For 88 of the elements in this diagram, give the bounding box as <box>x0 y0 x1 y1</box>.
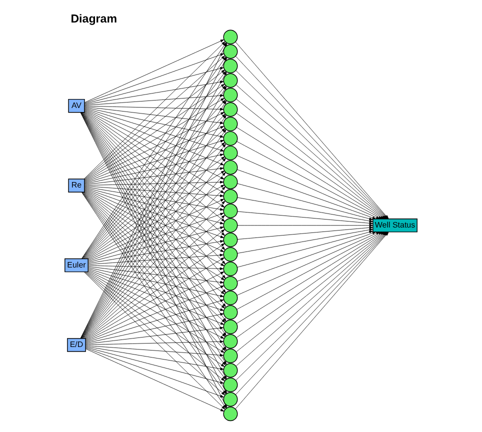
node-box: Euler <box>64 258 88 272</box>
node-circle <box>223 102 238 117</box>
arrow <box>88 266 224 284</box>
node-circle <box>223 406 238 422</box>
node-circle <box>223 232 238 248</box>
node-circle <box>223 290 238 306</box>
arrow <box>85 299 224 343</box>
node-circle <box>223 262 238 276</box>
node-circle <box>223 363 238 378</box>
arrow <box>84 187 224 224</box>
arrow <box>88 265 224 270</box>
arrow <box>85 348 224 398</box>
arrow <box>84 140 224 184</box>
node-circle <box>223 247 238 262</box>
node-box: Well Status <box>372 218 418 232</box>
node-box: Re <box>68 178 85 192</box>
node-circle <box>223 58 238 74</box>
arrow <box>88 269 224 325</box>
arrow <box>236 155 380 220</box>
arrow <box>85 345 224 357</box>
node-circle <box>223 131 238 146</box>
arrow <box>237 224 373 227</box>
node-circle <box>223 189 238 204</box>
arrow <box>85 340 224 346</box>
node-circle <box>223 305 238 320</box>
arrow <box>236 232 380 296</box>
arrow <box>84 107 224 138</box>
arrow <box>84 80 224 105</box>
arrow <box>88 198 224 261</box>
node-circle <box>223 276 238 291</box>
node-circle <box>223 392 238 407</box>
arrow <box>237 230 373 268</box>
node-circle <box>223 174 238 190</box>
arrow <box>84 186 224 211</box>
arrow <box>88 254 224 265</box>
arrow <box>88 272 224 353</box>
arrow <box>237 232 376 282</box>
arrow <box>88 240 224 264</box>
arrow <box>84 67 224 104</box>
node-circle <box>223 146 238 160</box>
node-box: AV <box>68 98 85 113</box>
node-circle <box>223 73 238 88</box>
node-circle <box>223 218 238 233</box>
arrow <box>237 226 373 240</box>
node-circle <box>223 204 238 218</box>
arrow <box>84 154 224 184</box>
arrow <box>85 326 224 344</box>
arrow <box>84 186 224 198</box>
diagram-title: Diagram <box>70 14 118 26</box>
arrow <box>237 169 376 220</box>
arrow <box>237 183 373 220</box>
arrow <box>84 188 224 238</box>
arrow <box>85 346 224 384</box>
arrow <box>84 106 224 111</box>
arrow <box>88 184 224 260</box>
arrow <box>85 286 224 342</box>
node-circle <box>223 30 238 44</box>
arrow <box>237 211 373 225</box>
arrow <box>237 197 373 222</box>
node-circle <box>223 348 238 364</box>
arrow <box>84 108 224 152</box>
arrow <box>84 106 224 124</box>
arrow <box>84 189 224 266</box>
arrow <box>84 167 224 185</box>
arrow <box>84 98 224 182</box>
arrow <box>84 126 224 183</box>
arrow <box>84 108 224 166</box>
arrow <box>85 346 224 370</box>
arrow <box>237 228 373 254</box>
arrow <box>84 180 224 186</box>
arrow <box>84 188 224 252</box>
arrow <box>85 313 224 344</box>
node-box: E/D <box>67 338 86 352</box>
arrow <box>236 141 382 220</box>
node-circle <box>223 116 238 132</box>
arrow <box>84 94 224 106</box>
node-circle <box>223 44 238 59</box>
node-circle <box>223 334 238 349</box>
arrow <box>88 267 224 298</box>
arrow <box>85 348 224 412</box>
arrow <box>84 110 224 194</box>
node-circle <box>223 320 238 334</box>
node-circle <box>223 88 238 102</box>
arrow <box>88 268 224 311</box>
arrow <box>85 257 224 340</box>
node-circle <box>223 378 238 392</box>
arrow <box>88 226 224 263</box>
arrow <box>88 212 224 262</box>
